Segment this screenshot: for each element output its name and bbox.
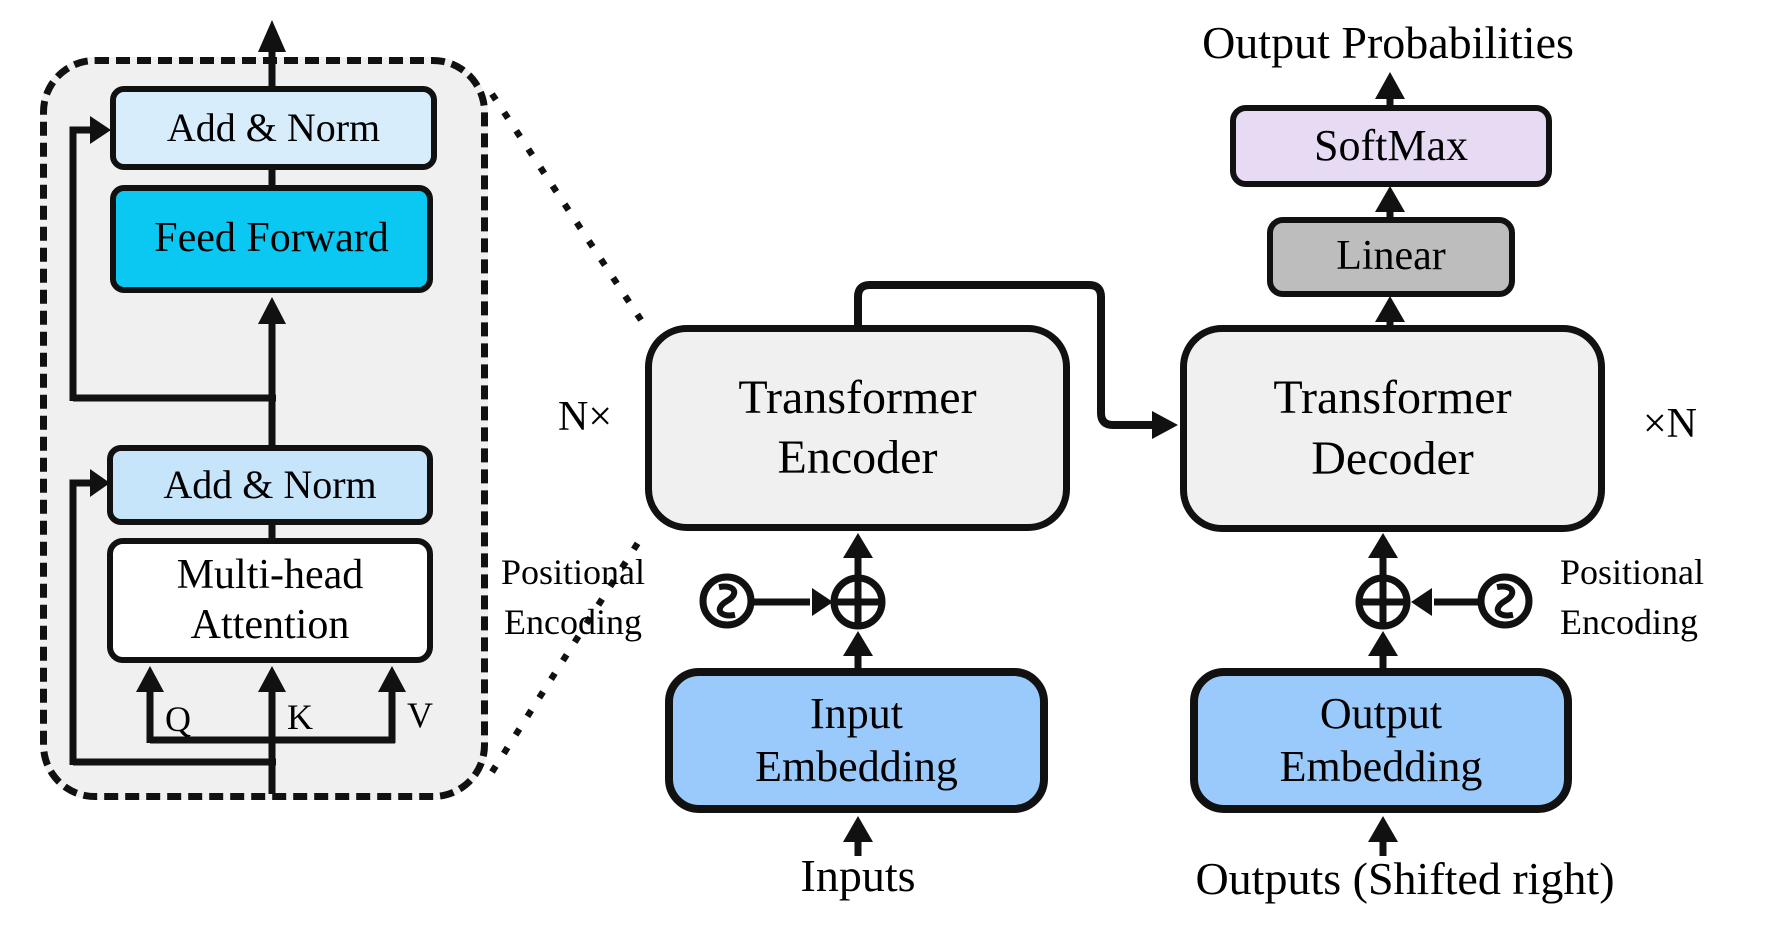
transformer-decoder-block: Transformer Decoder <box>1180 325 1605 532</box>
softmax-output-arrowhead <box>1375 72 1405 99</box>
zoom-callout-top-dotted-line <box>489 92 644 322</box>
left-positional-to-sum-arrowhead <box>812 588 833 616</box>
output-embedding-label-line1: Output <box>1319 688 1443 738</box>
encoder-label-line1: Transformer <box>738 370 977 424</box>
feed-forward-label: Feed Forward <box>154 215 389 262</box>
encoder-repeat-label: N× <box>557 394 613 440</box>
multi-head-attention-label-line1: Multi-head <box>176 551 364 598</box>
decoder-label-line2: Decoder <box>1311 431 1474 485</box>
add-norm-bottom-label: Add & Norm <box>163 461 377 507</box>
right-positional-encoding-label: Positional Encoding <box>1560 547 1755 647</box>
query-label: Q <box>165 699 191 739</box>
add-norm-bottom-block: Add & Norm <box>107 445 433 525</box>
encoder-add-cross-icon <box>834 578 882 626</box>
encoder-add-circle-icon <box>830 574 886 630</box>
detail-output-arrowhead <box>258 20 286 52</box>
feed-forward-block: Feed Forward <box>110 185 433 293</box>
decoder-to-linear-arrowhead <box>1375 296 1405 322</box>
input-embedding-label-line1: Input <box>810 688 903 738</box>
encoder-label-line2: Encoder <box>777 431 938 484</box>
encoder-sum-to-encoder-arrowhead <box>843 533 873 558</box>
encoder-decoder-arrowhead <box>1152 411 1178 439</box>
output-embedding-block: Output Embedding <box>1190 668 1572 813</box>
transformer-encoder-block: Transformer Encoder <box>645 325 1070 531</box>
multi-head-attention-label-line2: Attention <box>190 601 350 648</box>
input-embedding-block: Input Embedding <box>665 668 1048 813</box>
decoder-label-line1: Transformer <box>1273 371 1512 425</box>
decoder-sum-to-decoder-arrowhead <box>1368 533 1398 558</box>
linear-block: Linear <box>1267 217 1515 297</box>
linear-label: Linear <box>1336 233 1446 280</box>
inputs-label: Inputs <box>800 850 916 901</box>
right-positional-encoding-sine-icon <box>1477 573 1533 629</box>
left-sine-wave-icon <box>716 583 738 619</box>
output-embedding-to-sum-arrowhead <box>1368 631 1398 656</box>
left-positional-encoding-label: Positional Encoding <box>482 547 664 647</box>
right-sine-wave-icon <box>1494 583 1516 619</box>
right-positional-to-sum-arrowhead <box>1411 588 1432 616</box>
softmax-label: SoftMax <box>1314 121 1468 171</box>
left-positional-encoding-line2: Encoding <box>504 602 642 642</box>
decoder-add-circle-icon <box>1355 574 1411 630</box>
output-embedding-label-line2: Embedding <box>1279 741 1483 791</box>
left-positional-encoding-line1: Positional <box>500 552 646 592</box>
decoder-repeat-label: ×N <box>1642 401 1698 447</box>
add-norm-top-block: Add & Norm <box>110 86 437 170</box>
inputs-to-embedding-arrowhead <box>843 816 873 842</box>
decoder-add-cross-icon <box>1359 578 1407 626</box>
softmax-block: SoftMax <box>1230 105 1552 187</box>
input-embedding-label-line2: Embedding <box>755 741 958 791</box>
left-positional-encoding-sine-icon <box>699 573 755 629</box>
right-positional-encoding-line2: Encoding <box>1560 602 1698 642</box>
multi-head-attention-block: Multi-head Attention <box>107 538 433 663</box>
add-norm-top-label: Add & Norm <box>166 104 381 150</box>
outputs-label: Outputs (Shifted right) <box>1195 853 1615 904</box>
right-positional-encoding-line1: Positional <box>1560 552 1705 592</box>
key-label: K <box>287 697 313 737</box>
value-label: V <box>407 695 433 735</box>
input-embedding-to-sum-arrowhead <box>843 631 873 656</box>
outputs-to-embedding-arrowhead <box>1368 816 1398 842</box>
linear-to-softmax-arrowhead <box>1375 186 1405 212</box>
output-probabilities-label: Output Probabilities <box>1202 17 1574 68</box>
